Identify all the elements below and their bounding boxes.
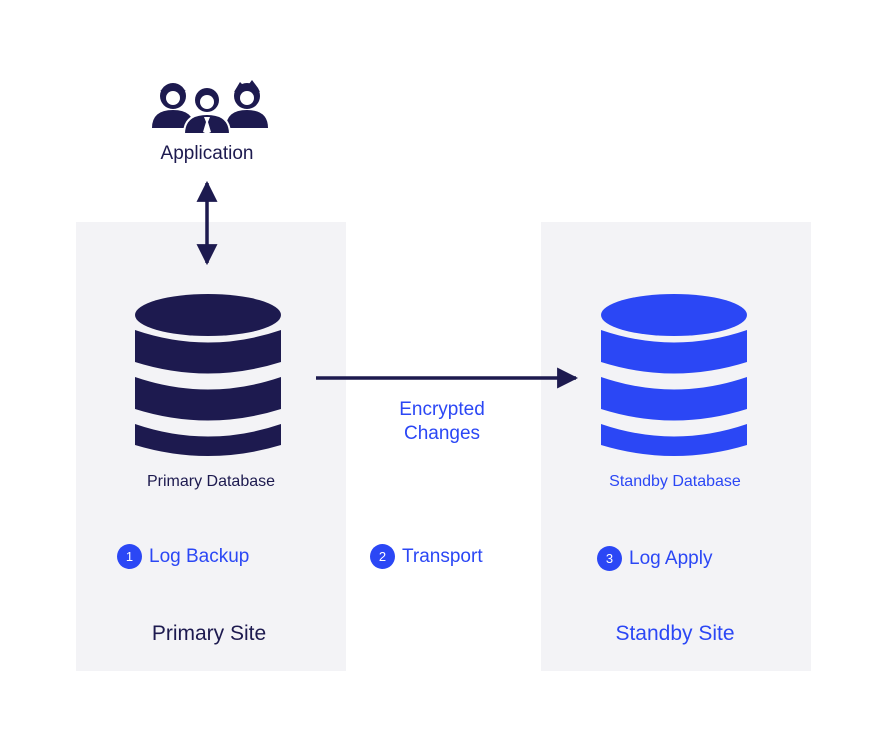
step-2-badge: 2 bbox=[370, 544, 395, 569]
application-label: Application bbox=[160, 143, 254, 164]
step-3-badge: 3 bbox=[597, 546, 622, 571]
encrypted-changes-label: Encrypted Changes bbox=[399, 399, 485, 444]
step-log-backup: 1 Log Backup bbox=[117, 544, 249, 569]
standby-site-label: Standby Site bbox=[615, 622, 735, 645]
standby-database-label: Standby Database bbox=[609, 473, 741, 490]
step-2-label: Transport bbox=[402, 545, 483, 567]
user-left-icon bbox=[152, 83, 194, 128]
user-middle-icon bbox=[182, 86, 232, 135]
step-transport: 2 Transport bbox=[370, 544, 483, 569]
step-1-label: Log Backup bbox=[149, 545, 250, 567]
step-log-apply: 3 Log Apply bbox=[597, 546, 712, 571]
primary-site-label: Primary Site bbox=[151, 622, 267, 645]
users-group-icon bbox=[152, 80, 268, 135]
user-right-icon bbox=[226, 80, 268, 128]
primary-database-label: Primary Database bbox=[146, 473, 276, 490]
standby-database-icon bbox=[601, 294, 747, 456]
primary-database-icon bbox=[135, 294, 281, 456]
step-3-label: Log Apply bbox=[629, 547, 713, 569]
step-1-badge: 1 bbox=[117, 544, 142, 569]
